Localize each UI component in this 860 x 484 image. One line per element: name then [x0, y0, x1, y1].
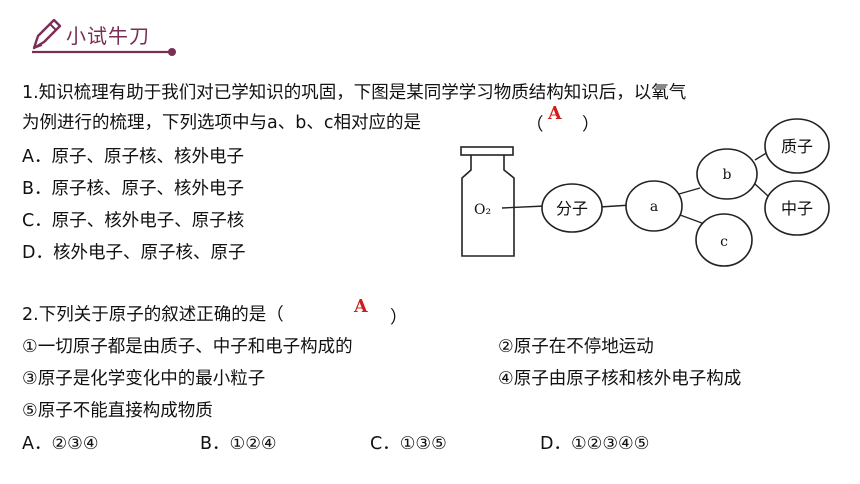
q1-option-d: D．核外电子、原子核、原子 — [22, 243, 246, 263]
node-a-label: a — [650, 199, 658, 215]
q2-statement-1: ①一切原子都是由质子、中子和电子构成的 — [22, 337, 353, 357]
oxygen-bottle — [460, 146, 515, 257]
q1-stem-line2: 为例进行的梳理，下列选项中与a、b、c相对应的是 — [22, 113, 421, 133]
q2-option-a: A．②③④ — [22, 434, 99, 454]
q1-option-b: B．原子核、原子、核外电子 — [22, 179, 245, 199]
header-decoration — [32, 18, 176, 56]
neutron-node — [764, 180, 830, 236]
q2-paren-close: ） — [390, 308, 408, 328]
node-b — [696, 148, 758, 200]
q1-answer: A — [548, 104, 562, 124]
node-c — [695, 213, 753, 267]
bottle-label: O₂ — [474, 202, 491, 218]
molecule-label: 分子 — [556, 199, 588, 218]
q2-statement-5: ⑤原子不能直接构成物质 — [22, 401, 213, 421]
q2-answer: A — [354, 297, 368, 317]
q2-option-b: B．①②④ — [200, 434, 277, 454]
section-header: 小试牛刀 — [28, 14, 178, 58]
q1-paren-open: （ — [526, 115, 544, 135]
header-dot — [168, 48, 176, 56]
q1-option-c: C．原子、核外电子、原子核 — [22, 211, 245, 231]
node-b-label: b — [723, 167, 732, 183]
proton-node — [764, 118, 830, 174]
molecule-node — [541, 183, 603, 233]
q2-statement-3: ③原子是化学变化中的最小粒子 — [22, 369, 266, 389]
pencil-icon — [32, 18, 62, 50]
q1-option-a: A．原子、原子核、核外电子 — [22, 147, 244, 167]
q1-stem-line1: 1.知识梳理有助于我们对已学知识的巩固，下图是某同学学习物质结构知识后，以氧气 — [22, 83, 687, 103]
q2-statement-4: ④原子由原子核和核外电子构成 — [498, 369, 742, 389]
node-a — [625, 180, 683, 232]
q2-statement-2: ②原子在不停地运动 — [498, 337, 654, 357]
q2-stem: 2.下列关于原子的叙述正确的是（ — [22, 305, 284, 325]
q1-paren-close: ） — [582, 115, 600, 135]
neutron-label: 中子 — [781, 199, 813, 218]
header-title: 小试牛刀 — [66, 24, 150, 48]
proton-label: 质子 — [781, 137, 813, 156]
q2-option-c: C．①③⑤ — [370, 434, 447, 454]
node-c-label: c — [720, 234, 728, 250]
q2-option-d: D．①②③④⑤ — [540, 434, 650, 454]
